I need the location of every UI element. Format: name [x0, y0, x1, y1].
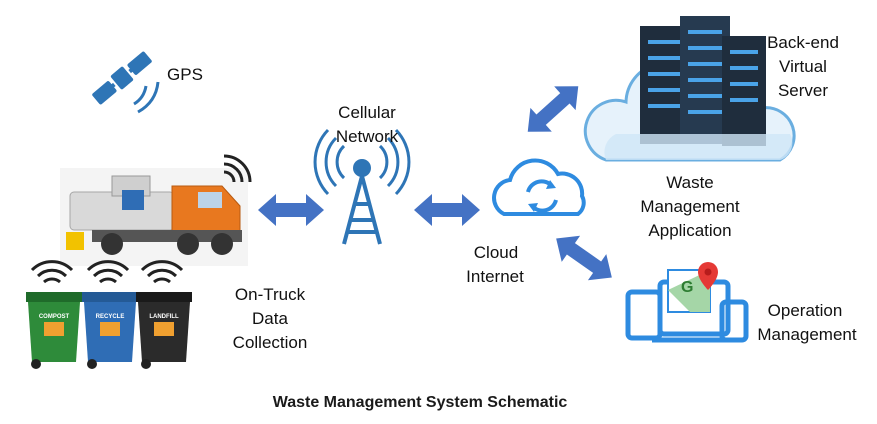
cellular-label-2: Network [335, 127, 399, 146]
bin-label-compost: COMPOST [39, 314, 70, 320]
bin-landfill [136, 260, 192, 369]
arrow-icon [556, 235, 612, 281]
truck-icon [60, 168, 248, 266]
svg-text:G: G [681, 279, 693, 296]
satellite-icon [92, 51, 160, 114]
tower-icon [313, 128, 411, 245]
wifi-icon [86, 260, 130, 284]
arrow-icon [527, 86, 579, 132]
app-label-1: Waste [666, 173, 714, 192]
ontruck-label-2: Data [252, 309, 288, 328]
bin-compost [26, 260, 82, 369]
bin-recycle [82, 260, 138, 369]
backend-label-2: Virtual [779, 57, 827, 76]
bin-label-landfill: LANDFILL [149, 314, 179, 320]
cloud-label-2: Internet [466, 267, 524, 286]
app-label-3: Application [648, 221, 732, 240]
wifi-icon [223, 154, 252, 183]
ontruck-label-3: Collection [232, 333, 308, 352]
ops-label-2: Management [757, 325, 857, 344]
backend-label-3: Server [777, 81, 829, 100]
wifi-icon [140, 260, 184, 284]
ops-label-1: Operation [767, 301, 843, 320]
backend-label-1: Back-end [767, 33, 839, 52]
arrow-icon [258, 194, 324, 226]
bin-label-recycle: RECYCLE [96, 314, 125, 320]
app-label-2: Management [640, 197, 740, 216]
cloud-label-1: Cloud [473, 243, 519, 262]
map-pin-icon: G [667, 262, 718, 313]
ontruck-label-1: On-Truck [234, 285, 306, 304]
server-icon [583, 16, 796, 162]
cloud-sync-icon [492, 158, 586, 216]
gps-label: GPS [167, 65, 203, 84]
cellular-label-1: Cellular [338, 103, 396, 122]
arrow-icon [414, 194, 480, 226]
diagram-title: Waste Management System Schematic [272, 394, 568, 411]
wifi-icon [30, 260, 74, 284]
